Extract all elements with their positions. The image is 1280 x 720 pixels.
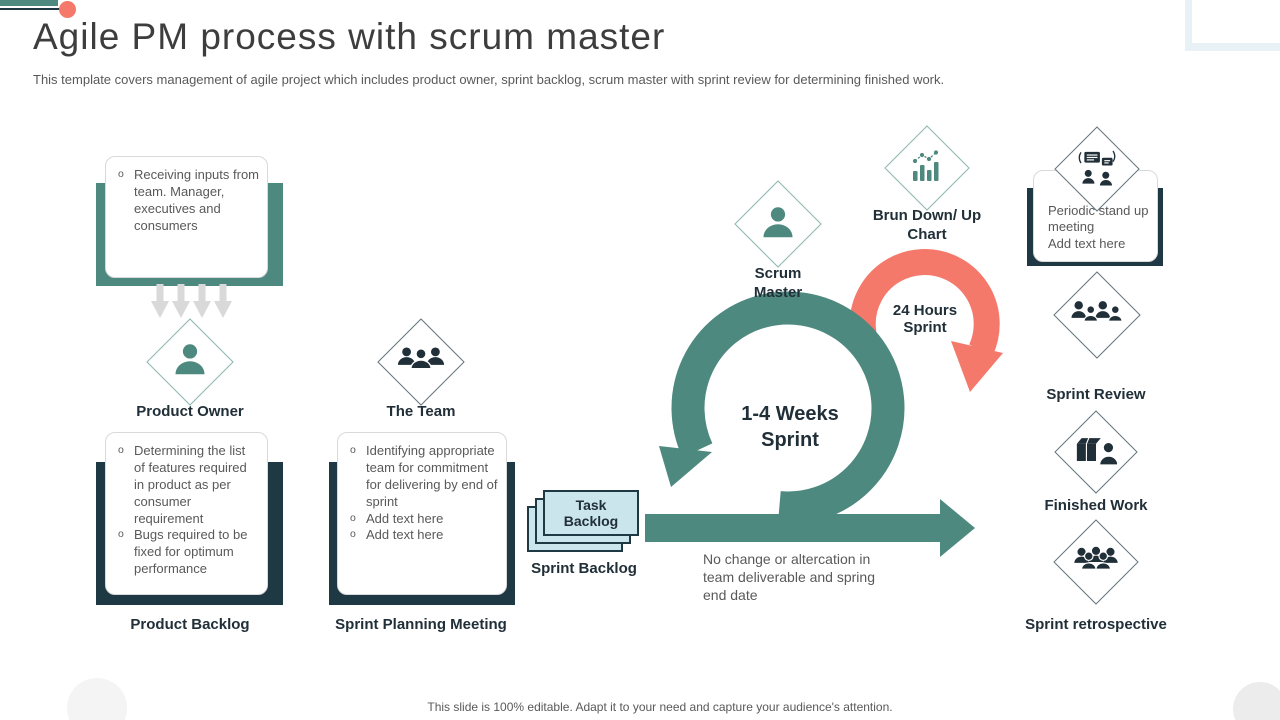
bullet-icon: o — [118, 528, 124, 541]
top-right-frame-vertical — [1185, 0, 1192, 44]
list-item: o Bugs required to be fixed for optimum … — [114, 527, 259, 578]
standup-meeting-icon — [1078, 150, 1116, 186]
footer-note: This slide is 100% editable. Adapt it to… — [427, 700, 893, 714]
top-left-teal-bar — [0, 0, 58, 6]
list-item: o Identifying appropriate team for commi… — [346, 443, 498, 511]
weeks-sprint-label: 1-4 Weeks Sprint — [741, 403, 839, 451]
burn-chart-diamond — [884, 125, 970, 211]
list-item: o Receiving inputs from team. Manager, e… — [114, 167, 259, 235]
standup-diamond — [1054, 126, 1140, 212]
team-icon — [397, 347, 445, 370]
finished-work-icon — [1076, 437, 1118, 465]
scrum-master-diamond — [734, 180, 822, 268]
bottom-right-circle — [1233, 682, 1280, 720]
top-left-dark-line — [0, 8, 73, 10]
burn-chart-label: Brun Down/ Up Chart — [872, 207, 982, 243]
slide-title: Agile PM process with scrum master — [33, 16, 666, 57]
bullet-icon: o — [118, 444, 124, 456]
list-item: o Determining the list of features requi… — [114, 443, 259, 527]
retrospective-icon — [1074, 546, 1118, 570]
inputs-card: o Receiving inputs from team. Manager, e… — [105, 156, 268, 278]
bullet-icon: o — [350, 528, 356, 541]
bottom-left-circle — [67, 678, 127, 720]
the-team-label: The Team — [386, 403, 456, 420]
retrospective-diamond — [1053, 519, 1139, 605]
sprint-planning-label: Sprint Planning Meeting — [335, 616, 507, 633]
24-hours-loop-arrow — [849, 249, 1003, 392]
task-backlog-card: Task Backlog — [543, 490, 639, 536]
sprint-review-icon — [1071, 301, 1123, 322]
down-arrows-icon — [151, 284, 232, 318]
burn-chart-icon — [912, 150, 939, 181]
sprint-review-label: Sprint Review — [1046, 386, 1146, 403]
product-owner-label: Product Owner — [136, 403, 244, 420]
product-backlog-card: o Determining the list of features requi… — [105, 432, 268, 595]
bullet-icon: o — [118, 168, 124, 180]
weeks-loop-arrow — [659, 291, 905, 525]
bullet-icon: o — [350, 444, 356, 456]
product-backlog-label: Product Backlog — [130, 616, 250, 633]
no-change-note: No change or altercation in team deliver… — [703, 551, 875, 604]
bullet-icon: o — [350, 511, 356, 524]
top-left-orange-dot — [59, 1, 76, 18]
top-right-frame-horizontal — [1185, 43, 1280, 51]
slide-subtitle: This template covers management of agile… — [33, 72, 945, 87]
list-item: o Add text here — [346, 511, 498, 528]
sprint-planning-card: o Identifying appropriate team for commi… — [337, 432, 507, 595]
finished-work-label: Finished Work — [1044, 497, 1148, 514]
list-item: o Add text here — [346, 527, 498, 544]
scrum-master-label: Scrum Master — [753, 265, 803, 301]
person-icon — [763, 207, 793, 238]
person-icon — [175, 344, 205, 375]
sprint-backlog-label: Sprint Backlog — [531, 560, 637, 577]
24-hours-sprint-label: 24 Hours Sprint — [892, 302, 958, 336]
retrospective-label: Sprint retrospective — [1025, 616, 1167, 633]
